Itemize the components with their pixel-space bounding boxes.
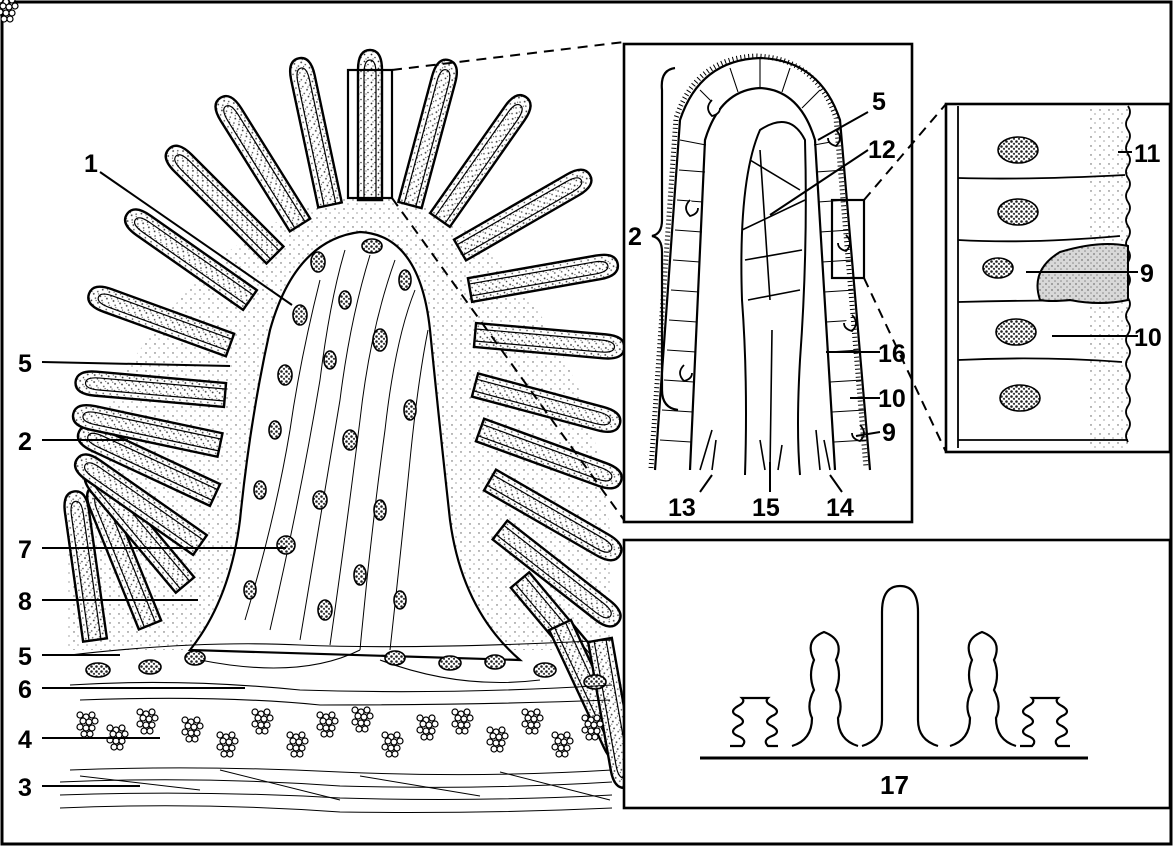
cell-label-11: 11 [1134,140,1161,168]
top-villus [358,50,382,200]
inset-label-12: 12 [868,136,896,164]
label-3: 3 [18,774,32,802]
inset-label-5: 5 [872,88,886,116]
label-4: 4 [18,726,32,754]
inset-label-9: 9 [882,419,896,447]
label-7: 7 [18,536,32,564]
cell-label-9: 9 [1140,260,1154,288]
inset-label-13: 13 [668,494,696,522]
inset-label-15: 15 [752,494,780,522]
label-6: 6 [18,676,32,704]
inset-label-14: 14 [826,494,854,522]
label-5-upper: 5 [18,350,32,378]
label-2: 2 [18,428,32,456]
cell-label-10: 10 [1134,324,1162,352]
inset-label-2: 2 [628,223,642,251]
label-8: 8 [18,588,32,616]
label-1: 1 [84,150,98,178]
inset-label-16: 16 [878,340,906,368]
forms-caption: 17 [880,770,909,800]
inset-label-10: 10 [878,385,906,413]
forms-inset-frame [624,540,1170,808]
label-5-lower: 5 [18,643,32,671]
